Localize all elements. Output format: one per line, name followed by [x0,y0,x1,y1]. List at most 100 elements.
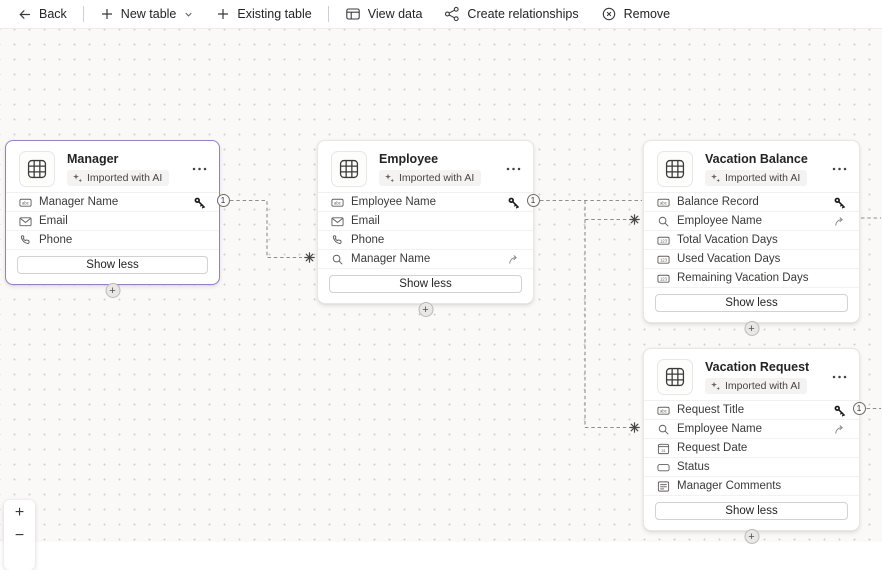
phone-icon [331,234,344,247]
field-row-employee-name[interactable]: Employee Name [644,420,859,439]
svg-text:abc: abc [660,200,668,205]
field-label: Manager Name [351,253,431,265]
key-icon [507,196,520,209]
field-row-request-title[interactable]: abc Request Title [644,401,859,420]
text-field-icon: abc [331,196,344,209]
imported-with-ai-badge: Imported with AI [379,170,482,186]
field-label: Manager Name [39,196,119,208]
lookup-arrow-icon [507,253,520,266]
badge-label: Imported with AI [725,380,801,392]
table-title: Vacation Balance [705,152,808,166]
field-label: Request Title [677,404,745,416]
more-options-button[interactable] [190,158,209,177]
zoom-out-button[interactable]: − [14,527,25,544]
badge-label: Imported with AI [399,172,475,184]
field-label: Phone [39,234,73,246]
field-row-manager-name[interactable]: Manager Name [318,250,533,269]
field-label: Manager Comments [677,480,782,492]
svg-text:abc: abc [334,200,342,205]
field-row-email[interactable]: Email [318,212,533,231]
existing-table-label: Existing table [237,7,312,21]
relationship-line-manager-employee[interactable] [208,199,302,259]
field-row-balance-record[interactable]: abc Balance Record [644,193,859,212]
add-related-table-handle[interactable]: + [105,283,120,298]
toolbar-divider [327,6,329,22]
remove-circle-x-icon [601,6,617,22]
show-less-button[interactable]: Show less [655,294,848,312]
create-relationships-button[interactable]: Create relationships [433,0,589,29]
search-icon [657,423,670,436]
key-icon [193,196,206,209]
add-related-table-handle[interactable]: + [744,321,759,336]
email-icon [19,215,32,228]
choice-icon [657,461,670,474]
multiline-icon [657,480,670,493]
show-less-button[interactable]: Show less [655,502,848,520]
table-title: Employee [379,152,439,166]
more-icon [192,166,207,172]
search-icon [657,215,670,228]
field-row-employee-name[interactable]: Employee Name [644,212,859,231]
new-table-button[interactable]: New table [89,0,206,29]
table-grid-icon [664,366,686,388]
svg-text:123: 123 [660,238,668,243]
text-field-icon: abc [657,404,670,417]
more-options-button[interactable] [504,158,523,177]
field-row-phone[interactable]: Phone [6,231,219,250]
add-related-table-handle[interactable]: + [418,302,433,317]
field-row-manager-comments[interactable]: Manager Comments [644,477,859,496]
show-less-button[interactable]: Show less [17,256,208,274]
number-icon: 123 [657,272,670,285]
table-icon-box [19,151,55,187]
more-options-button[interactable] [830,366,849,385]
field-label: Balance Record [677,196,759,208]
field-row-phone[interactable]: Phone [318,231,533,250]
remove-button[interactable]: Remove [590,0,682,29]
number-icon: 123 [657,253,670,266]
field-label: Email [39,215,68,227]
one-cardinality-marker: 1 [216,194,230,207]
more-options-button[interactable] [830,158,849,177]
relationships-graph-icon [444,6,460,22]
field-label: Remaining Vacation Days [677,272,809,284]
table-icon-box [657,151,693,187]
view-data-button[interactable]: View data [334,0,434,29]
create-relationships-label: Create relationships [467,7,579,21]
zoom-in-button[interactable]: + [14,504,25,521]
field-row-remaining-vacation-days[interactable]: 123 Remaining Vacation Days [644,269,859,288]
field-row-email[interactable]: Email [6,212,219,231]
one-cardinality-marker: 1 [526,194,540,207]
zoom-controls: + − [4,500,35,570]
field-label: Email [351,215,380,227]
key-icon [833,404,846,417]
relationship-line-employee-vacation-request[interactable] [584,200,627,429]
toolbar: Back New table Existing table View data … [0,0,882,29]
field-row-status[interactable]: Status [644,458,859,477]
back-button[interactable]: Back [6,0,78,29]
plus-icon [100,7,114,21]
many-cardinality-icon [629,214,640,225]
field-label: Employee Name [351,196,437,208]
remove-label: Remove [623,7,671,21]
existing-table-button[interactable]: Existing table [205,0,322,29]
table-grid-icon [664,158,686,180]
chevron-down-icon [183,9,194,20]
show-less-button[interactable]: Show less [329,275,522,293]
field-row-employee-name[interactable]: abc Employee Name [318,193,533,212]
back-label: Back [39,7,67,21]
field-label: Employee Name [677,215,763,227]
more-icon [832,166,847,172]
many-cardinality-icon [629,422,640,433]
